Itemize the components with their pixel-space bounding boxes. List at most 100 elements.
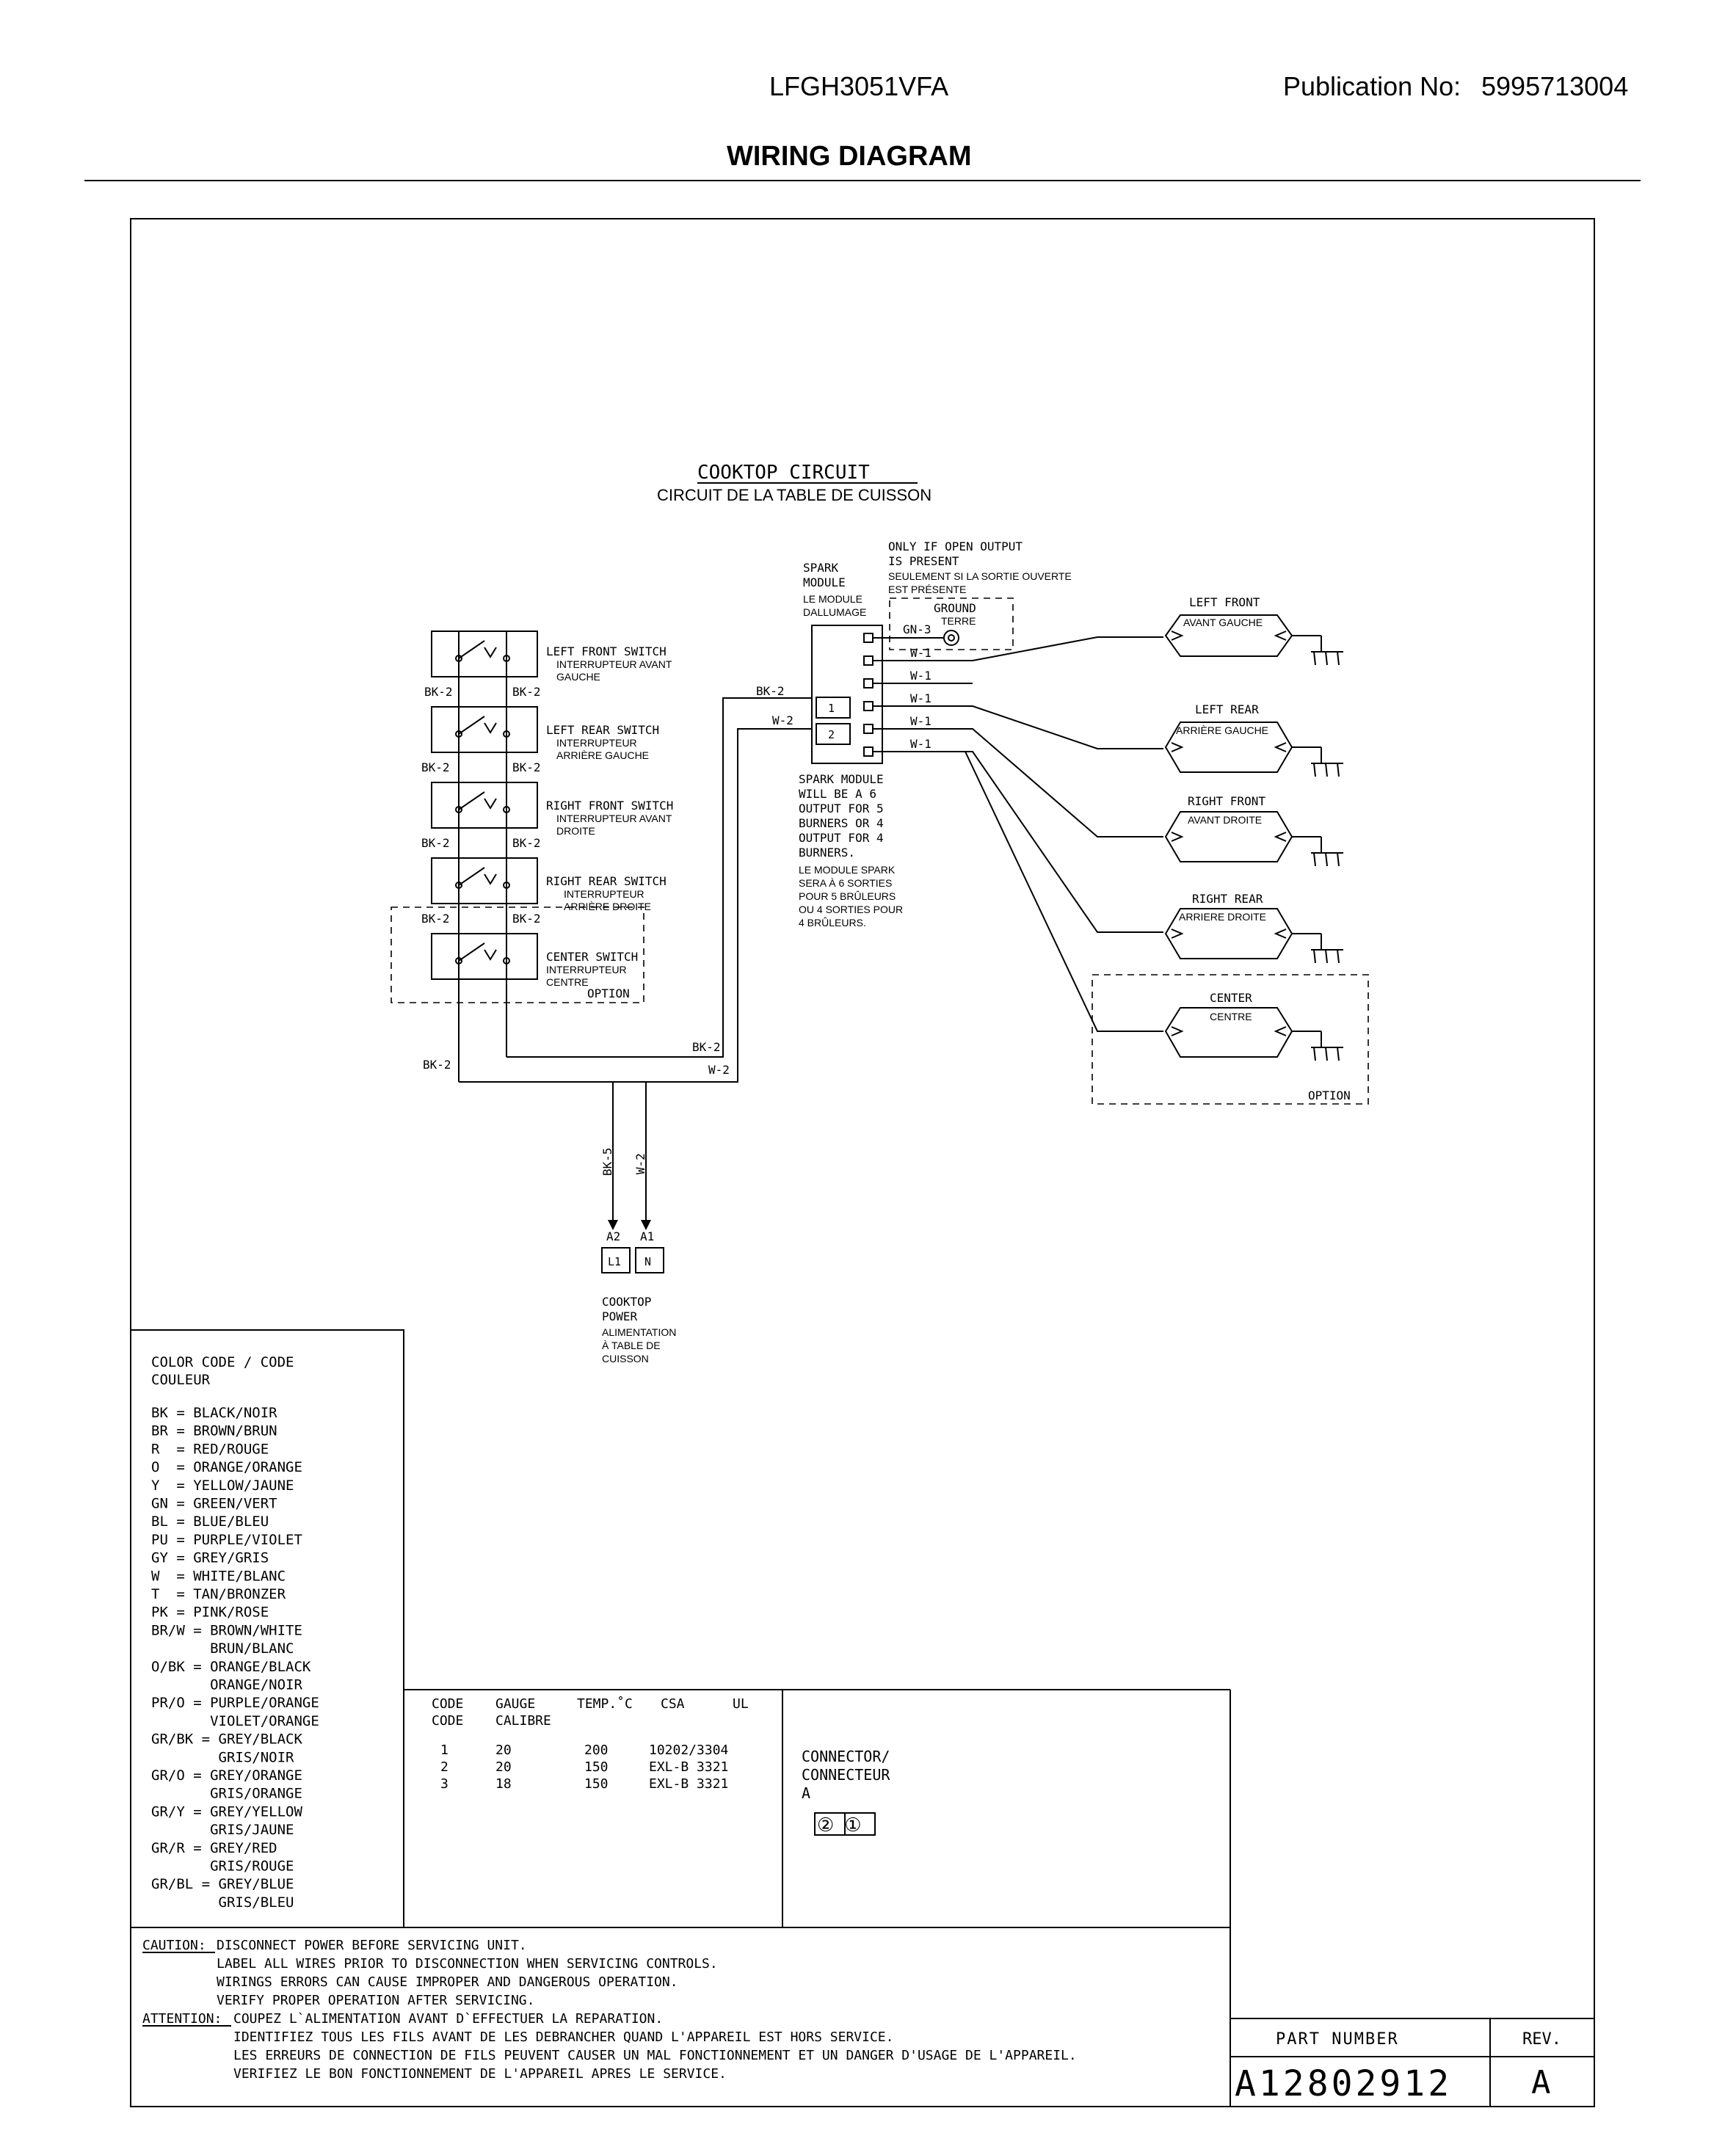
switch-group: LEFT FRONT SWITCH INTERRUPTEUR AVANT GAU… [391,631,673,1082]
burner-wires: W-1 W-1 W-1 W-1 W-1 [873,636,1163,1032]
open-output-note-fr: SEULEMENT SI LA SORTIE OUVERTE [888,570,1072,582]
burner-label: LEFT REAR [1195,702,1259,716]
publication-label: Publication No: [1283,71,1461,101]
power-label-fr: À TABLE DE [602,1340,661,1351]
color-code-line: Y = YELLOW/JAUNE [151,1478,294,1494]
burner-label-fr: ARRIÈRE GAUCHE [1176,724,1268,736]
attention-label: ATTENTION: [142,2011,222,2027]
wire-label: GN-3 [903,622,931,636]
gauge-cell: 20 [495,1759,512,1775]
wire-label: BK-2 [424,685,453,699]
gauge-cell: 150 [584,1759,609,1775]
burner-label-fr: AVANT DROITE [1188,814,1262,826]
wire-label: BK-2 [421,912,450,926]
module-input-pin-2 [816,723,851,745]
spark-note: OUTPUT FOR 4 [799,831,884,845]
ground-ring-terminal [943,630,959,646]
open-output-ground: ONLY IF OPEN OUTPUT IS PRESENT SEULEMENT… [873,539,1072,650]
wire-label-vertical: W-2 [633,1153,647,1174]
spark-note-fr: LE MODULE SPARK [799,864,896,876]
wire-label: W-1 [910,646,931,660]
caution-line: DISCONNECT POWER BEFORE SERVICING UNIT. [217,1938,527,1953]
wire-label: BK-2 [756,684,785,698]
wire-label: W-2 [772,713,793,727]
burner-label: RIGHT REAR [1192,892,1263,906]
part-number-block: PART NUMBER REV. A12802912 A [1230,2018,1594,2107]
terminal-n [635,1247,664,1273]
part-number-label: PART NUMBER [1276,2030,1399,2049]
ground-option-box [889,597,1014,650]
bk2-wire-to-module [506,697,812,1058]
center-switch-option-box [391,906,644,1003]
connector-label: CONNECTEUR [802,1766,890,1784]
switch-label-fr: INTERRUPTEUR AVANT [556,658,672,670]
color-code-line: W = WHITE/BLANC [151,1568,286,1584]
spark-note: WILL BE A 6 [799,787,876,801]
attention-line: LES ERREURS DE CONNECTION DE FILS PEUVEN… [233,2048,1077,2063]
spark-note: BURNERS OR 4 [799,816,884,830]
switch-contacts [455,640,510,964]
color-code-line: GR/R = GREY/RED [151,1840,277,1856]
w1-wire-left-front [873,636,1163,661]
wire-label: BK-2 [512,912,541,926]
switch-label-fr: CENTRE [546,976,589,988]
switch-label-fr: GAUCHE [556,671,600,683]
switch-label-fr: INTERRUPTEUR [564,888,644,900]
color-code-line: GRIS/JAUNE [151,1822,294,1838]
color-code-line: O = ORANGE/ORANGE [151,1459,302,1475]
gauge-header: CODE [432,1696,463,1712]
gauge-header: CODE [432,1713,463,1729]
color-code-line: R = RED/ROUGE [151,1441,269,1457]
gauge-header: CSA [661,1696,685,1712]
switch-label-fr: ARRIÈRE DROITE [564,901,651,912]
wire-label: BK-2 [512,685,541,699]
pin-label: 1 [828,702,835,715]
connector-label: CONNECTOR/ [802,1748,890,1765]
w1-wire-right-rear [873,751,1163,933]
ground-label-fr: TERRE [941,615,976,627]
switch-label-fr: INTERRUPTEUR [556,737,637,749]
arrow-head [608,1220,618,1230]
connector-label: A [802,1784,810,1802]
module-input-pin-1 [816,697,851,719]
switch-label: LEFT REAR SWITCH [546,723,659,737]
color-code-line: BRUN/BLANC [151,1640,294,1657]
color-code-line: GRIS/ORANGE [151,1786,302,1802]
spark-module-label-fr: DALLUMAGE [803,606,866,618]
wire-label-vertical: BK-5 [600,1147,614,1176]
color-code-line: BL = BLUE/BLEU [151,1513,269,1530]
color-code-line: VIOLET/ORANGE [151,1713,319,1729]
terminal-label: A2 [606,1229,620,1243]
switch-label: CENTER SWITCH [546,950,638,964]
burner-label-fr: AVANT GAUCHE [1183,617,1263,628]
switch-label-fr: ARRIÈRE GAUCHE [556,749,649,761]
color-code-line: GR/O = GREY/ORANGE [151,1767,302,1784]
burners: LEFT FRONT AVANT GAUCHE LEFT REAR ARRIÈR… [1092,595,1369,1105]
w1-wire-center [873,751,1163,1032]
switch-label-fr: INTERRUPTEUR AVANT [556,813,672,824]
color-code-table: COLOR CODE / CODE COULEUR BK = BLACK/NOI… [131,1329,404,1927]
center-burner-option-box [1092,974,1369,1105]
spark-note: BURNERS. [799,846,855,860]
switch-center [431,933,538,980]
caution-line: LABEL ALL WIRES PRIOR TO DISCONNECTION W… [217,1956,718,1972]
spark-module: SPARK MODULE LE MODULE DALLUMAGE 1 2 SPA… [799,561,903,929]
gauge-header: TEMP.˚C [577,1696,633,1712]
connector-pins: ②① [817,1814,872,1836]
spark-module-label: MODULE [803,575,846,589]
spark-note-fr: SERA À 6 SORTIES [799,877,892,889]
gauge-table: CODE GAUGE TEMP.˚C CSA UL CODE CALIBRE 1… [131,1689,1231,2107]
spark-note-fr: OU 4 SORTIES POUR [799,904,903,915]
switch-right-rear [431,857,538,904]
model-number: LFGH3051VFA [769,71,948,101]
gauge-cell: 200 [584,1743,609,1758]
electrodes [1171,631,1343,1061]
color-code-line: BR = BROWN/BRUN [151,1423,277,1439]
gauge-header: GAUGE [495,1696,535,1712]
power-label-fr: ALIMENTATION [602,1326,676,1338]
attention-line: COUPEZ L`ALIMENTATION AVANT D`EFFECTUER … [233,2011,663,2027]
burner-label-fr: ARRIERE DROITE [1179,911,1266,923]
caution-line: VERIFY PROPER OPERATION AFTER SERVICING. [217,1993,534,2008]
color-code-line: GY = GREY/GRIS [151,1550,269,1566]
wire-label: BK-2 [421,760,450,774]
